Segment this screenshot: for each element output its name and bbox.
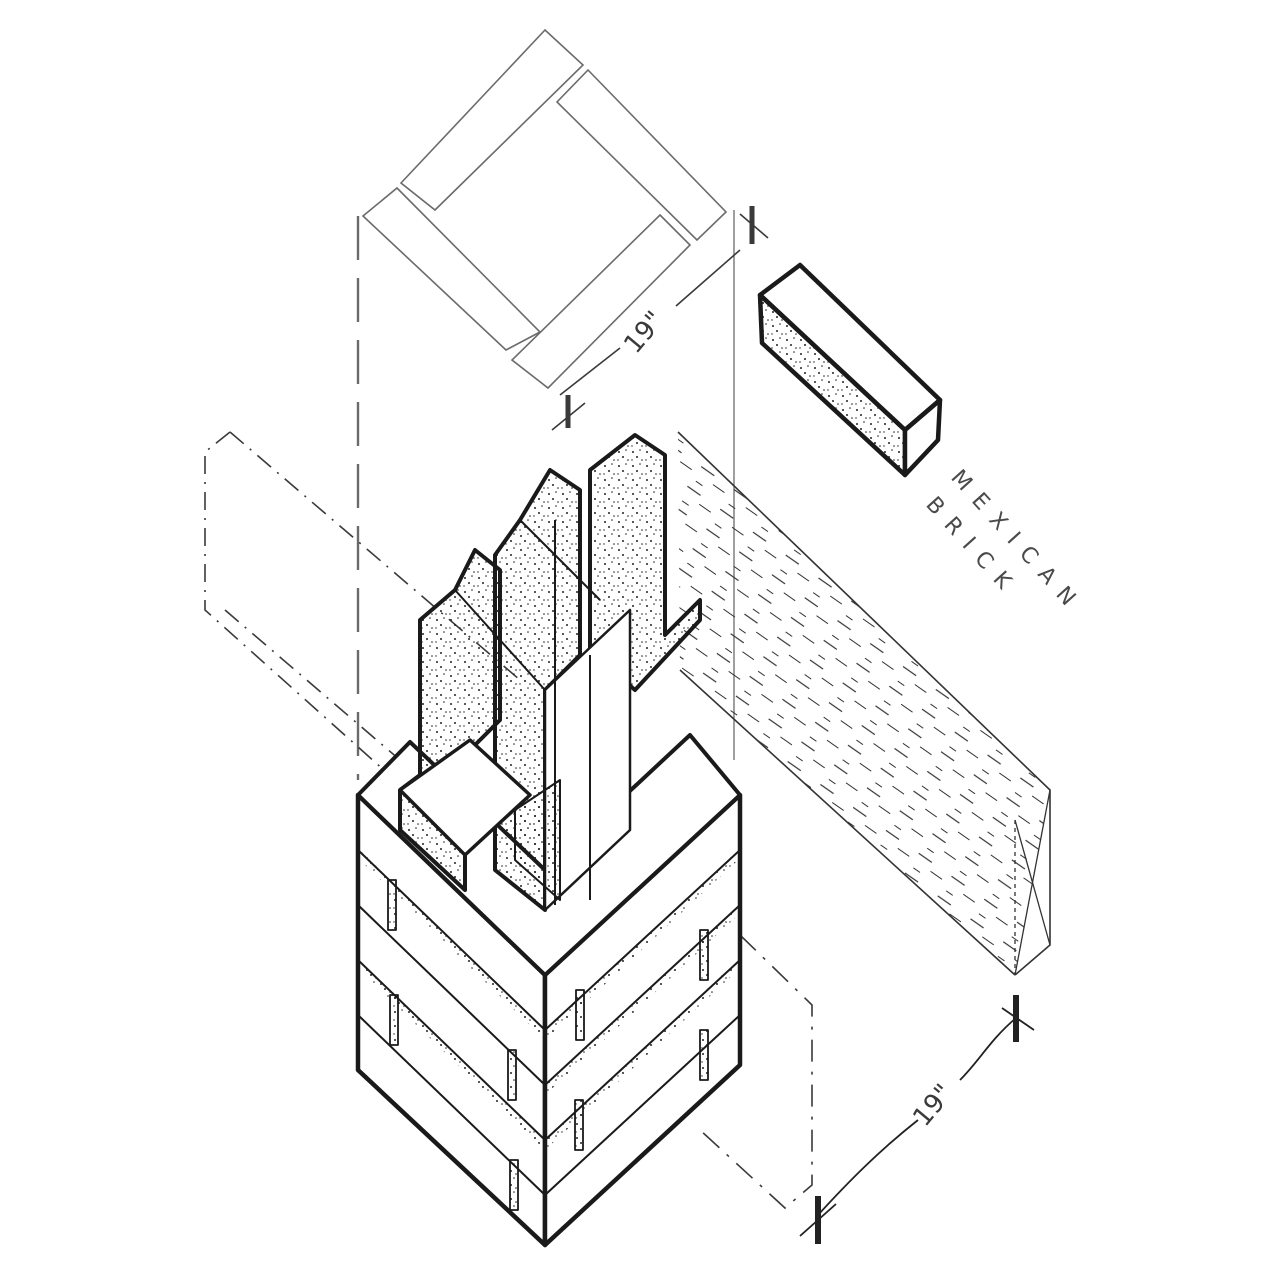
mexican-brick (757, 262, 943, 478)
timber-beam-ghost (204, 431, 521, 781)
plan-dimension (551, 206, 769, 431)
beam-projection-ghost (699, 934, 813, 1210)
pier-dimension-label: 19" (907, 1079, 959, 1133)
timber-beam-right (677, 431, 1051, 976)
steel-plates (398, 433, 702, 912)
pier-dimension (799, 995, 1035, 1244)
plan-dimension-label: 19" (618, 306, 670, 360)
